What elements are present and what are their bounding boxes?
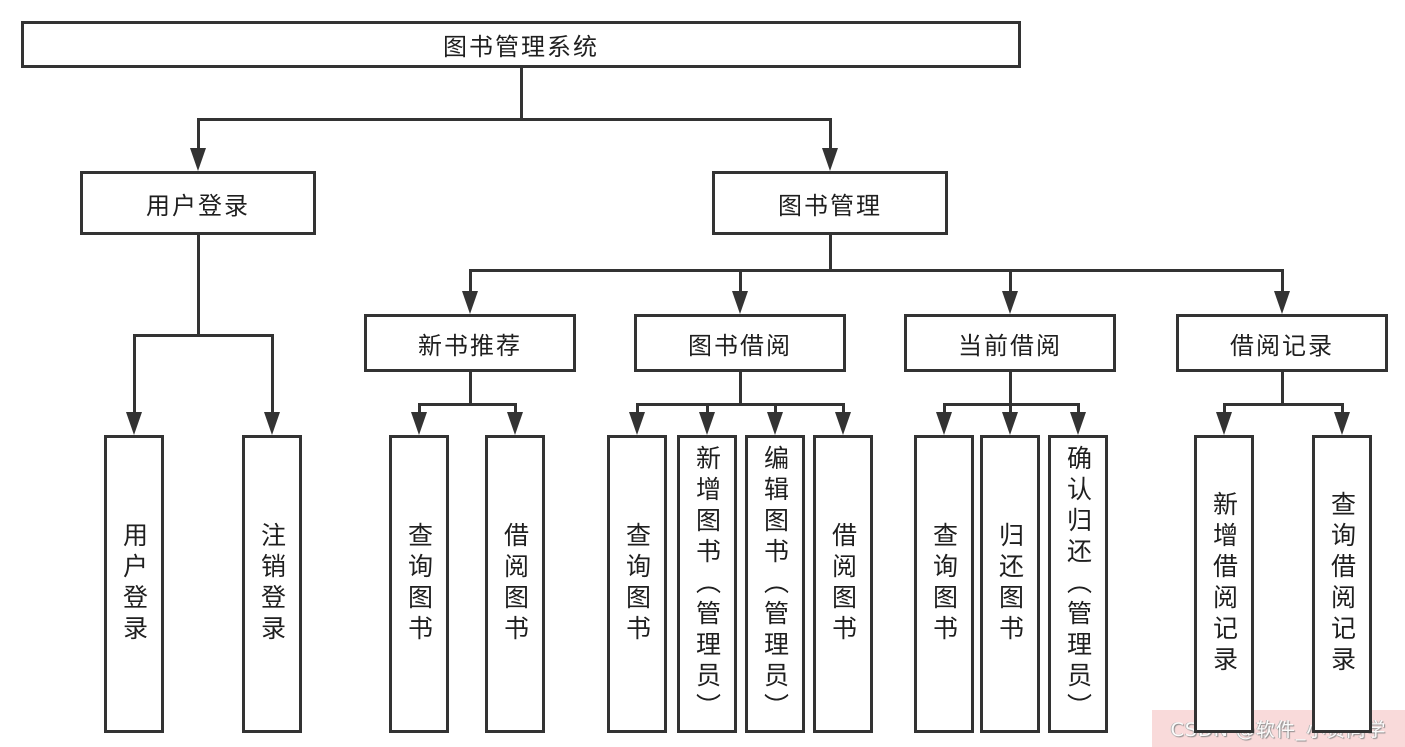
node-label: 用户登录 [119, 522, 149, 646]
arrow-down-icon [1070, 412, 1086, 435]
connector-line [828, 118, 832, 150]
node-label: 归还图书 [995, 522, 1025, 646]
node-bor-add: 新增图书（管理员） [677, 435, 737, 733]
node-label: 借阅图书 [828, 522, 858, 646]
arrow-down-icon [767, 412, 783, 435]
arrow-down-icon [835, 412, 851, 435]
arrow-down-icon [126, 412, 142, 435]
node-login-logout: 注销登录 [242, 435, 302, 733]
connector-line [705, 403, 709, 412]
node-bor-edit: 编辑图书（管理员） [745, 435, 805, 733]
node-cur-confirm: 确认归还（管理员） [1048, 435, 1108, 733]
node-cur: 当前借阅 [904, 314, 1116, 372]
node-label: 图书管理系统 [443, 33, 599, 61]
node-label: 新书推荐 [418, 331, 522, 360]
connector-line [635, 403, 639, 412]
arrow-down-icon [1334, 412, 1350, 435]
node-cur-return: 归还图书 [980, 435, 1040, 733]
node-cur-query: 查询图书 [914, 435, 974, 733]
connector-line [828, 235, 832, 271]
node-label: 借阅图书 [500, 522, 530, 646]
connector-line [468, 269, 472, 292]
arrow-down-icon [1002, 291, 1018, 314]
node-label: 图书借阅 [688, 331, 792, 360]
connector-line [942, 403, 946, 412]
arrow-down-icon [732, 291, 748, 314]
connector-line [1222, 403, 1344, 406]
arrow-down-icon [936, 412, 952, 435]
connector-line [738, 372, 742, 406]
connector-line [132, 334, 136, 412]
node-label: 查询借阅记录 [1327, 491, 1357, 677]
connector-line [738, 269, 742, 292]
node-label: 图书管理 [778, 191, 882, 220]
connector-line [635, 403, 845, 406]
arrow-down-icon [507, 412, 523, 435]
arrow-down-icon [822, 148, 838, 171]
node-label: 查询图书 [929, 522, 959, 646]
connector-line [1222, 403, 1226, 412]
connector-line [196, 118, 832, 121]
connector-line [417, 403, 421, 412]
arrow-down-icon [1002, 412, 1018, 435]
connector-line [1280, 372, 1284, 406]
arrow-down-icon [1216, 412, 1232, 435]
connector-line [519, 68, 523, 120]
connector-line [841, 403, 845, 412]
connector-line [270, 334, 274, 412]
connector-line [132, 334, 274, 337]
connector-line [1280, 269, 1284, 292]
arrow-down-icon [629, 412, 645, 435]
node-label: 新增图书（管理员） [692, 444, 722, 724]
node-recs-add: 新增借阅记录 [1194, 435, 1254, 733]
connector-line [468, 269, 1284, 272]
connector-line [196, 235, 200, 336]
connector-line [417, 403, 517, 406]
node-bor-borrow: 借阅图书 [813, 435, 873, 733]
node-rec-borrow: 借阅图书 [485, 435, 545, 733]
arrow-down-icon [462, 291, 478, 314]
node-rec-query: 查询图书 [389, 435, 449, 733]
connector-line [1340, 403, 1344, 412]
arrow-down-icon [190, 148, 206, 171]
connector-line [1008, 403, 1012, 412]
arrow-down-icon [264, 412, 280, 435]
node-label: 用户登录 [146, 191, 250, 220]
node-label: 编辑图书（管理员） [760, 444, 790, 724]
node-login: 用户登录 [80, 171, 316, 235]
node-bor: 图书借阅 [634, 314, 846, 372]
arrow-down-icon [699, 412, 715, 435]
node-login-user: 用户登录 [104, 435, 164, 733]
node-recs-query: 查询借阅记录 [1312, 435, 1372, 733]
node-recs: 借阅记录 [1176, 314, 1388, 372]
node-root: 图书管理系统 [21, 21, 1021, 68]
node-rec: 新书推荐 [364, 314, 576, 372]
node-label: 借阅记录 [1230, 331, 1334, 360]
node-label: 查询图书 [622, 522, 652, 646]
connector-line [773, 403, 777, 412]
node-label: 当前借阅 [958, 331, 1062, 360]
connector-line [1008, 372, 1012, 406]
connector-line [942, 403, 1080, 406]
node-label: 确认归还（管理员） [1063, 444, 1093, 724]
connector-line [513, 403, 517, 412]
node-bor-query: 查询图书 [607, 435, 667, 733]
node-label: 新增借阅记录 [1209, 491, 1239, 677]
connector-line [468, 372, 472, 406]
connector-line [1008, 269, 1012, 292]
node-label: 注销登录 [257, 522, 287, 646]
node-label: 查询图书 [404, 522, 434, 646]
node-mgmt: 图书管理 [712, 171, 948, 235]
connector-line [1076, 403, 1080, 412]
arrow-down-icon [1274, 291, 1290, 314]
connector-line [196, 118, 200, 150]
arrow-down-icon [411, 412, 427, 435]
